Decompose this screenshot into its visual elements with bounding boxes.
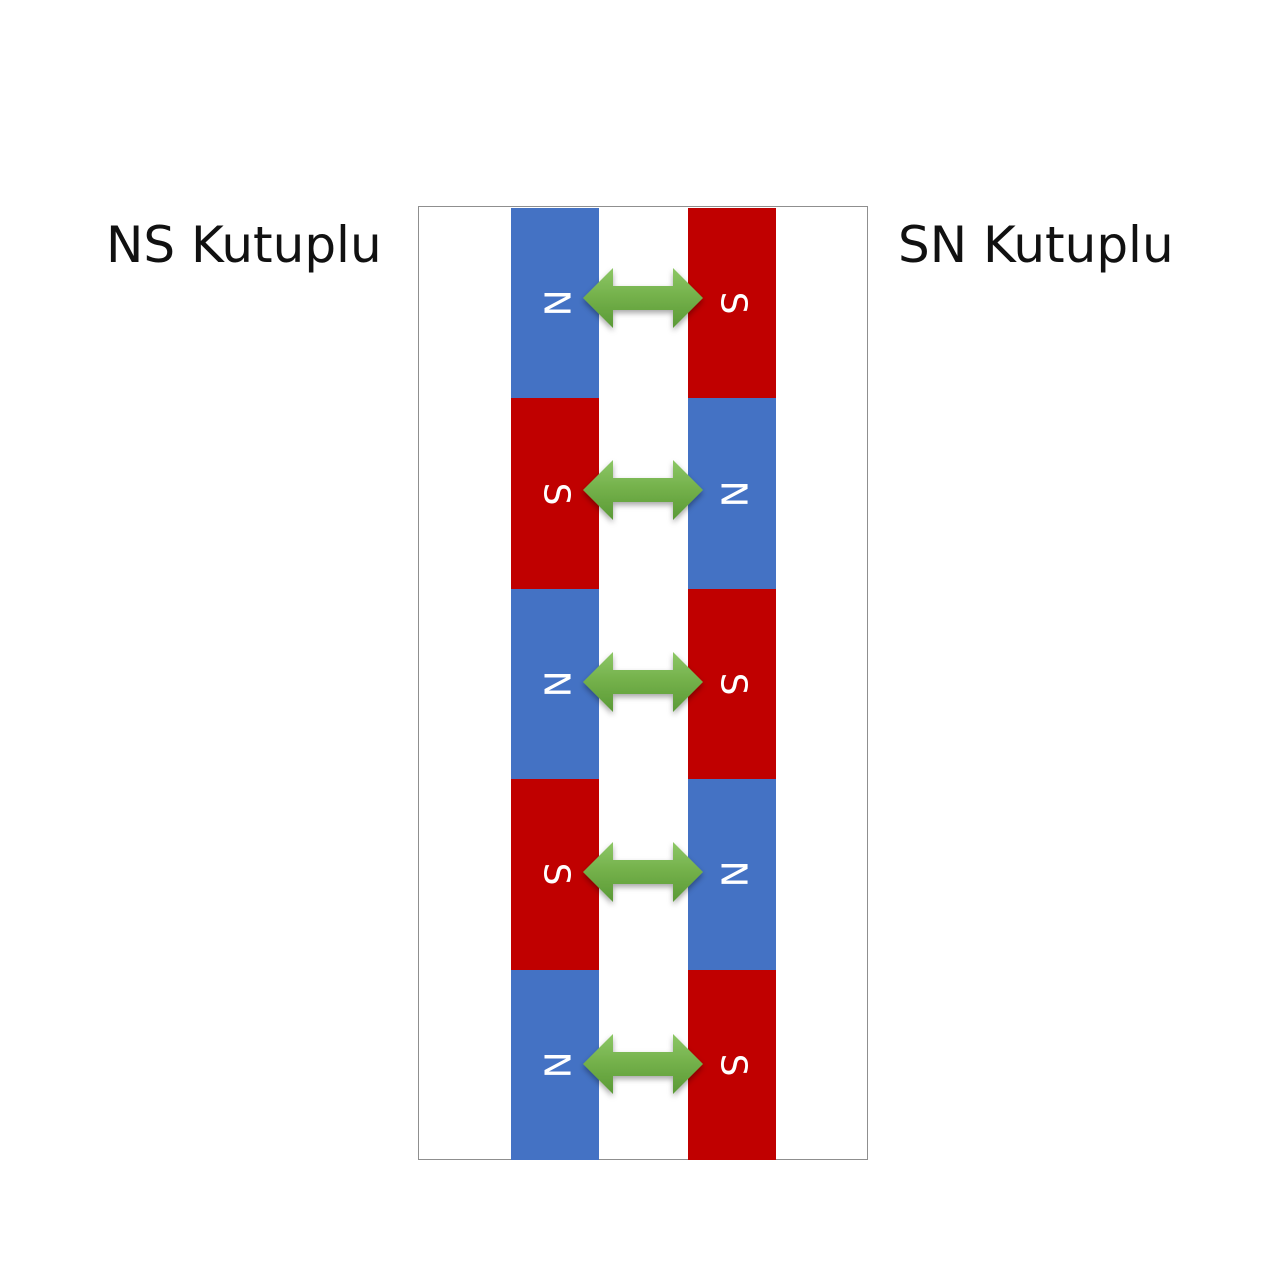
sn-strip-segment-s: S [688,208,776,399]
sn-strip-segment-n: N [688,779,776,970]
sn-kutuplu-label: SN Kutuplu [898,216,1174,274]
sn-magnet-strip: S N S N S [688,208,776,1160]
ns-strip-segment-n: N [511,969,599,1160]
sn-strip-pole-label: N [712,860,753,888]
ns-strip-segment-s: S [511,779,599,970]
ns-strip-pole-label: S [534,482,576,506]
ns-strip-segment-n: N [511,208,599,399]
sn-strip-segment-n: N [688,398,776,589]
sn-strip-pole-label: S [711,1053,753,1077]
ns-strip-pole-label: N [535,1051,576,1079]
ns-strip-segment-n: N [511,588,599,780]
sn-strip-pole-label: N [712,480,753,508]
ns-kutuplu-label: NS Kutuplu [106,216,382,274]
sn-strip-pole-label: S [711,291,753,315]
ns-strip-pole-label: N [535,670,576,698]
sn-strip-pole-label: S [711,672,753,696]
ns-strip-pole-label: N [535,289,576,317]
diagram-frame [418,206,868,1160]
sn-strip-segment-s: S [688,588,776,780]
ns-magnet-strip: N S N S N [511,208,599,1160]
ns-strip-segment-s: S [511,398,599,589]
ns-strip-pole-label: S [534,862,576,886]
sn-strip-segment-s: S [688,969,776,1160]
